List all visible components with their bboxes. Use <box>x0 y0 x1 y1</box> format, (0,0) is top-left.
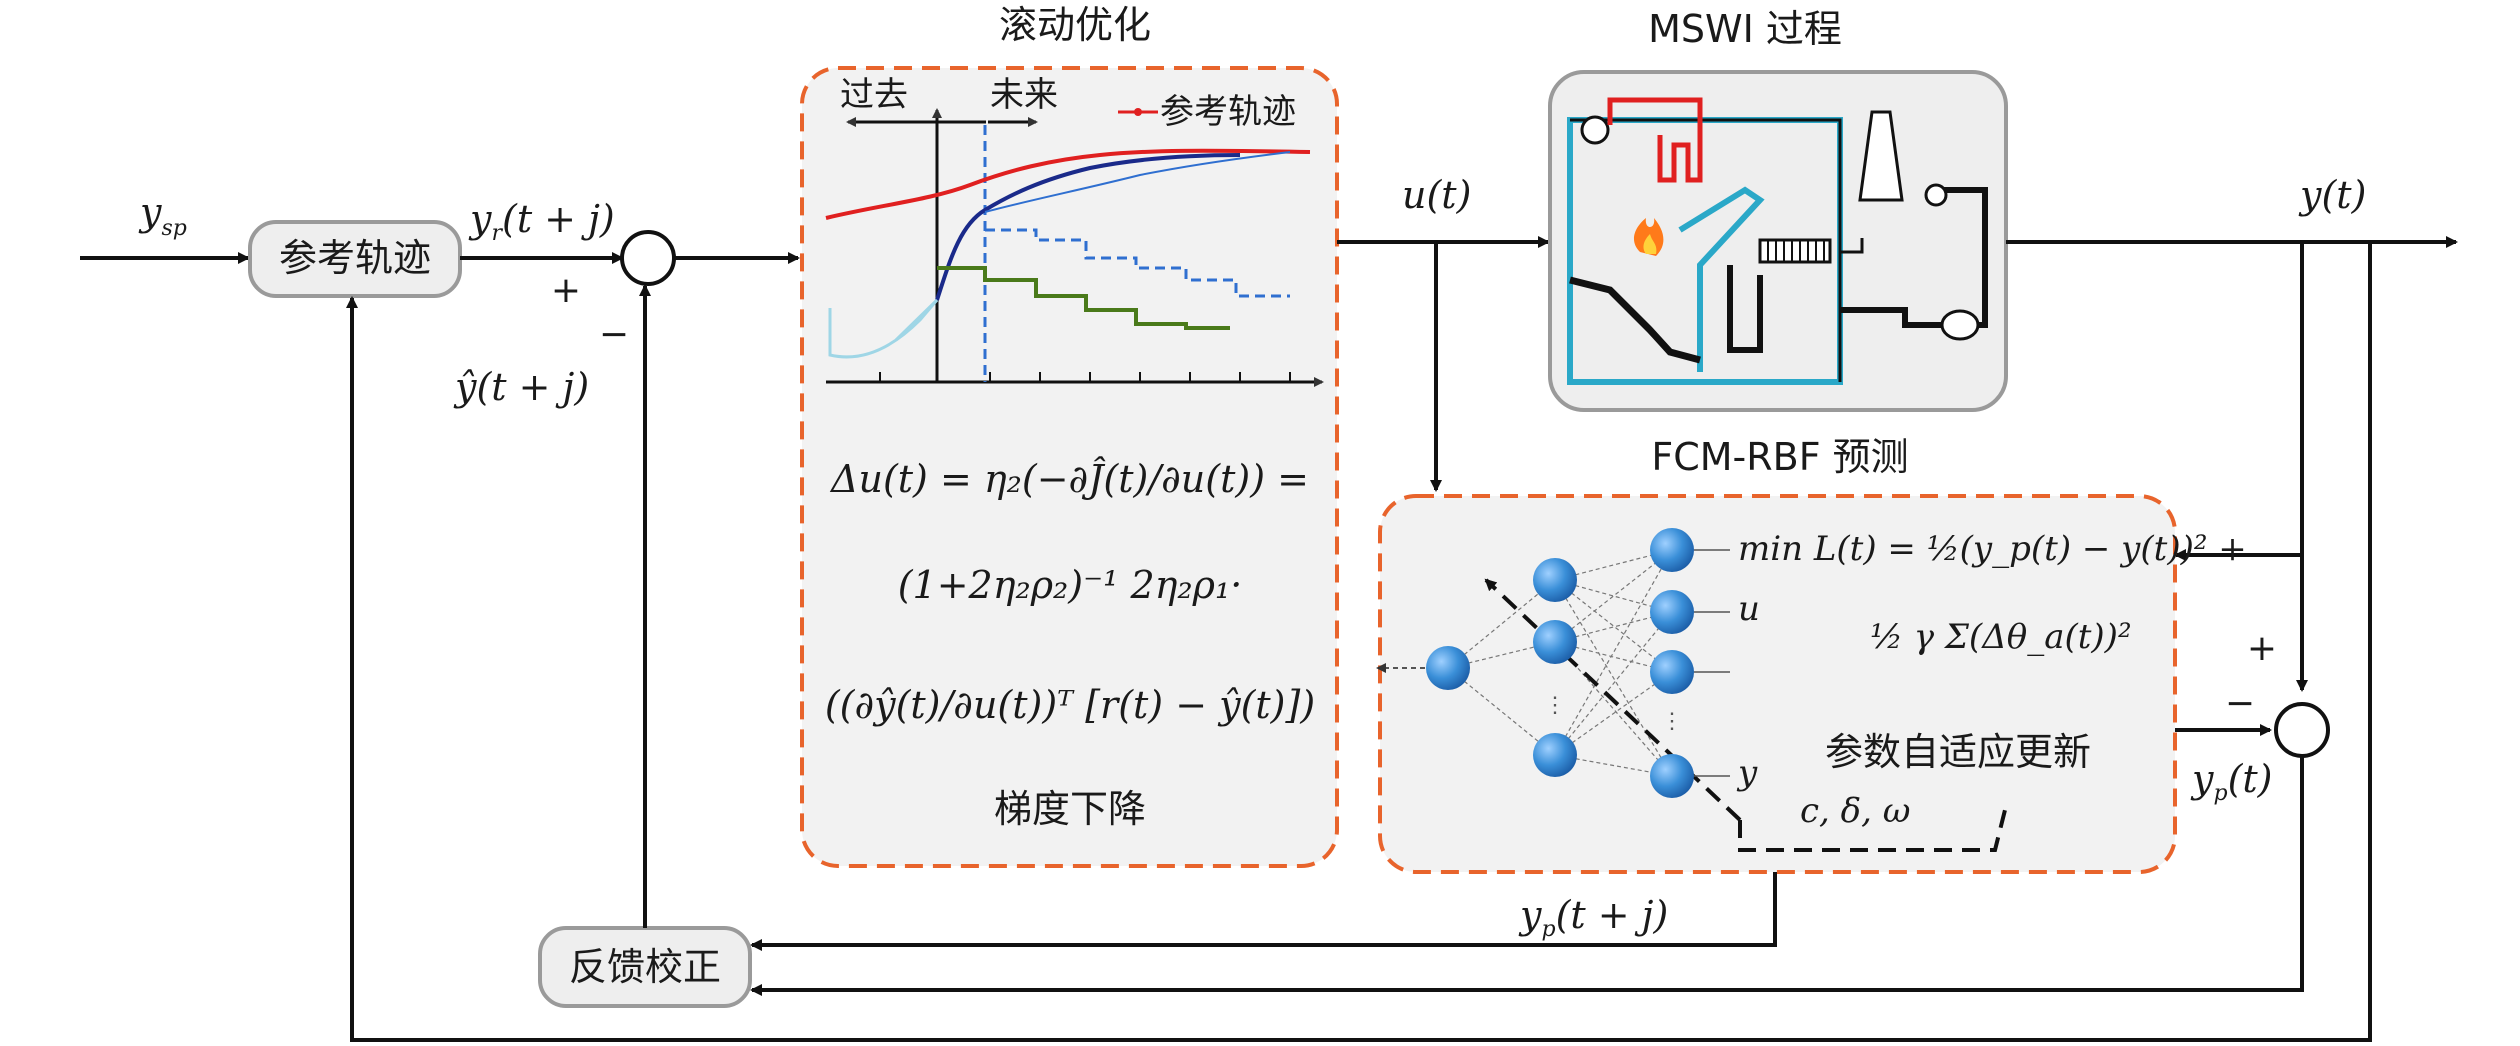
rbf-input-u: u <box>1738 589 1760 629</box>
yr-label: yr(t + j) <box>468 197 615 246</box>
feedback-correction-label: 反馈校正 <box>569 945 721 989</box>
svg-text:⋮: ⋮ <box>1661 709 1683 734</box>
incinerator-illustration <box>1567 97 1988 385</box>
mswi-title: MSWI 过程 <box>1648 7 1842 51</box>
plus-sign-2: + <box>2247 628 2277 669</box>
minus-sign-2: − <box>2225 683 2255 724</box>
svg-text:⋮: ⋮ <box>1544 693 1566 718</box>
loss-line-1: min L(t) = ½(y_p(t) − y(t))² + <box>1738 529 2247 569</box>
formula-line-3: ((∂ŷ(t)/∂u(t))ᵀ [r(t) − ŷ(t)]) <box>825 683 1315 727</box>
reference-trajectory-label: 参考轨迹 <box>279 236 431 280</box>
svg-text:yr(t + j): yr(t + j) <box>468 197 615 246</box>
rbf-input-y: y <box>1736 753 1758 793</box>
u-label: u(t) <box>1402 173 1471 217</box>
ysp-label: ysp <box>138 190 187 241</box>
future-label: 未来 <box>990 75 1058 115</box>
summing-junction-1 <box>620 230 676 286</box>
yp-label: yp(t) <box>2190 757 2272 806</box>
outer-feedback-loop <box>346 242 2372 1042</box>
svg-text:yp(t): yp(t) <box>2190 757 2272 806</box>
rbf-params-label: c, δ, ω <box>1800 791 1910 831</box>
rolling-chart: 过去 未来 参考轨迹 <box>825 75 1324 387</box>
adaptive-update-label: 参数自适应更新 <box>1825 730 2091 774</box>
svg-text:ysp: ysp <box>138 190 187 241</box>
yp-future-label: yp(t + j) <box>1518 893 1668 942</box>
rbf-network: ⋮ ⋮ <box>1376 528 2007 852</box>
svg-text:yp(t + j): yp(t + j) <box>1518 893 1668 942</box>
formula-line-2: (1+2η₂ρ₂)⁻¹ 2η₂ρ₁· <box>898 563 1243 607</box>
error-feedback-path <box>750 756 2304 996</box>
past-label: 过去 <box>840 75 908 115</box>
plus-sign-1: + <box>551 270 581 311</box>
formula-line-1: Δu(t) = η₂(−∂Ĵ(t)/∂u(t)) = <box>829 457 1309 501</box>
rolling-opt-title: 滚动优化 <box>999 3 1151 47</box>
fcm-rbf-title: FCM-RBF 预测 <box>1651 435 1908 479</box>
fcm-rbf-panel <box>1378 494 2177 874</box>
legend-reference: 参考轨迹 <box>1160 92 1296 132</box>
gradient-descent-label: 梯度下降 <box>994 787 1146 831</box>
summing-junction-2 <box>2274 702 2330 758</box>
y-label: y(t) <box>2298 173 2366 217</box>
minus-sign-1: − <box>599 314 629 355</box>
yhat-label: ŷ(t + j) <box>453 365 589 409</box>
yp-future-path <box>750 872 1777 951</box>
loss-line-2: ½ γ Σ(Δθ_a(t))² <box>1870 617 2132 657</box>
